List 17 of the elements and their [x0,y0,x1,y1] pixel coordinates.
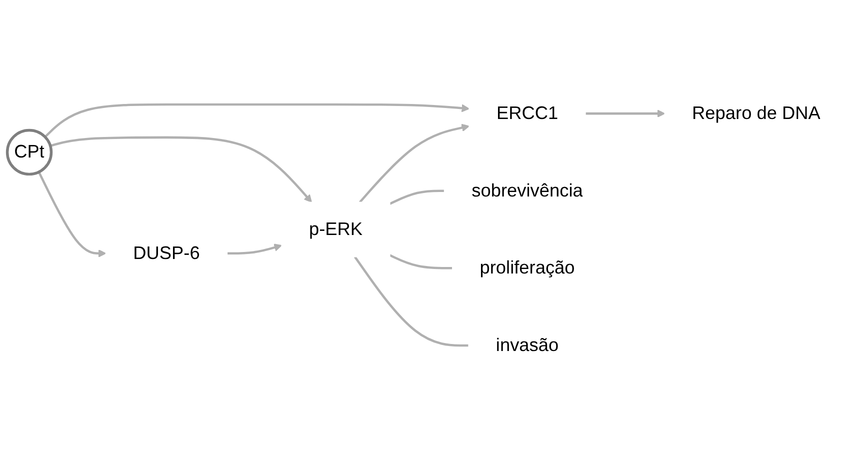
arrow [38,171,106,258]
connector [354,256,469,347]
node-text: Reparo de DNA [692,104,820,124]
arrow [585,110,666,118]
arrow [227,244,282,255]
node-text: DUSP-6 [133,243,200,264]
node-text: ERCC1 [496,104,558,124]
node-text: invasão [496,335,559,356]
arrow [44,103,470,138]
node-circle: CPt [6,128,53,176]
connector [389,254,452,270]
arrow [50,136,312,203]
node-text: sobrevivência [472,180,583,201]
arrow [359,124,470,203]
node-text: p-ERK [308,219,363,240]
connector [389,190,444,205]
node-text: proliferação [480,258,575,278]
